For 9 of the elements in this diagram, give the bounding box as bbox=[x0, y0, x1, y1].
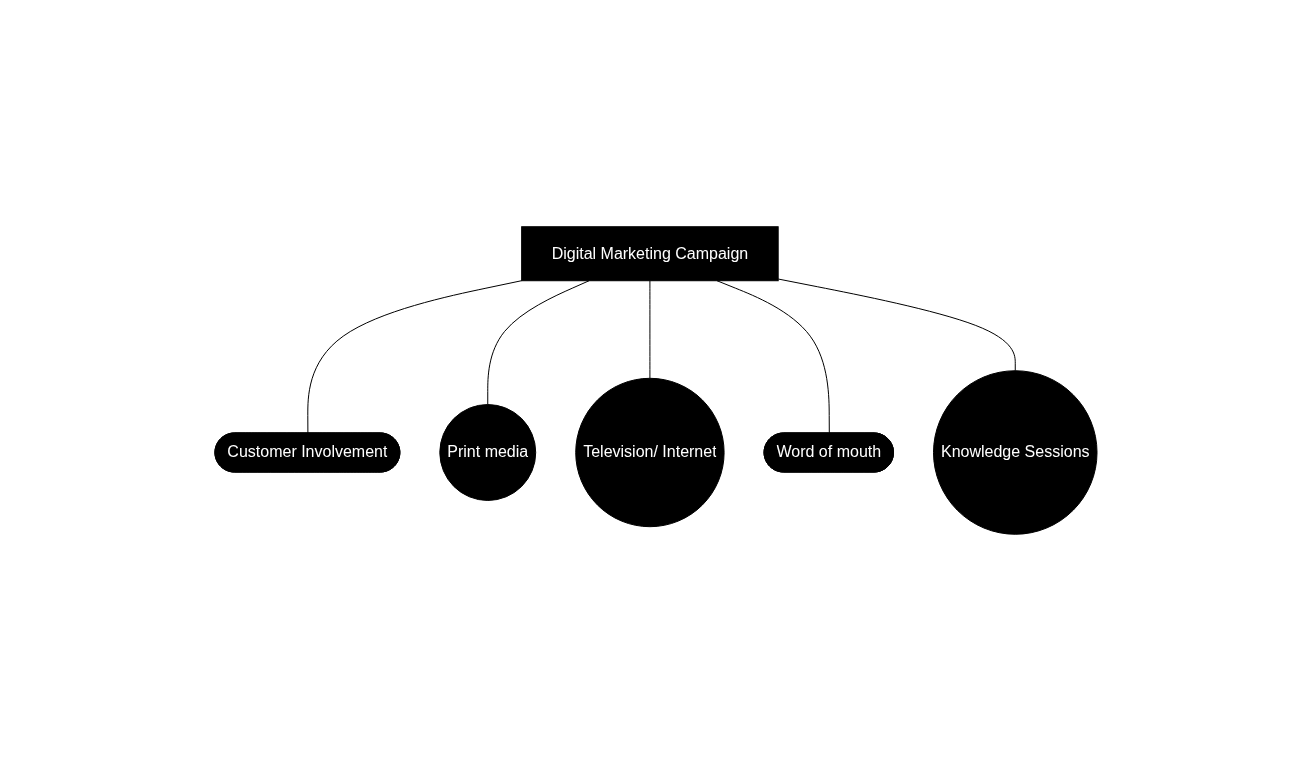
connector bbox=[487, 280, 590, 406]
connector bbox=[777, 278, 1016, 372]
node-circle: Knowledge Sessions bbox=[932, 370, 1098, 535]
connector bbox=[307, 280, 523, 434]
connector bbox=[649, 280, 651, 379]
node-circle: Print media bbox=[439, 404, 537, 501]
node-circle: Television/ Internet bbox=[575, 377, 725, 528]
node-box: Digital Marketing Campaign bbox=[521, 226, 779, 282]
connector bbox=[716, 280, 830, 434]
